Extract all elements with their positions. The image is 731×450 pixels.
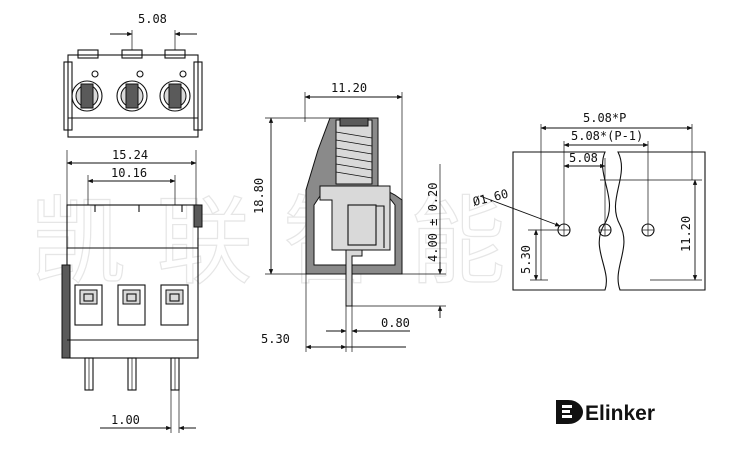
pcb-pin xyxy=(84,357,94,391)
screw-head xyxy=(71,80,103,112)
top-tab xyxy=(77,49,99,59)
watermark-text: 凯 联 智 能 xyxy=(30,186,506,298)
screw-head xyxy=(159,80,191,112)
pin-width-label: 1.00 xyxy=(111,413,140,427)
side-rail xyxy=(193,61,203,131)
pin-thickness-label: 0.80 xyxy=(381,316,410,330)
front-top-view: 5.08 xyxy=(63,12,203,138)
brand-name: Elinker xyxy=(585,402,655,425)
screw-section xyxy=(335,119,373,185)
pcb-panel-left xyxy=(512,151,610,291)
top-tab xyxy=(121,49,143,59)
side-top-width-label: 11.20 xyxy=(331,81,367,95)
pin-length-label: 4.00 ± 0.20 xyxy=(426,183,440,262)
wire-entry xyxy=(74,284,103,326)
pcb-pin xyxy=(127,357,137,391)
clamp-section xyxy=(319,185,391,251)
row-offset-label: 5.30 xyxy=(519,245,533,274)
wire-entry xyxy=(160,284,189,326)
two-pitch-label: 10.16 xyxy=(111,166,147,180)
pcb-pin xyxy=(170,357,180,391)
side-view: 11.20 18.80 4.00 ± 0.20 5.30 xyxy=(252,81,446,352)
pitch-dimension-label: 5.08 xyxy=(138,12,167,26)
pcb-pitch-label: 5.08 xyxy=(569,151,598,165)
top-tab xyxy=(164,49,186,59)
side-groove xyxy=(61,264,71,359)
brand-logo: Elinker xyxy=(556,400,655,425)
top-housing xyxy=(67,54,199,138)
screw-head xyxy=(116,80,148,112)
wire-entry xyxy=(117,284,146,326)
pcb-layout: 5.08*P 5.08*(P-1) 5.08 Ø1.60 5.30 11.20 xyxy=(471,111,706,291)
front-view: 15.24 10.16 xyxy=(61,148,203,433)
side-height-label: 18.80 xyxy=(252,178,266,214)
overall-width-label: 15.24 xyxy=(112,148,148,162)
pcb-depth-label: 11.20 xyxy=(679,216,693,252)
pcb-panel-right xyxy=(615,151,706,291)
pitch-minus-one-label: 5.08*(P-1) xyxy=(571,129,643,143)
total-pitch-label: 5.08*P xyxy=(583,111,626,125)
side-latch xyxy=(193,204,203,228)
pin-offset-label: 5.30 xyxy=(261,332,290,346)
